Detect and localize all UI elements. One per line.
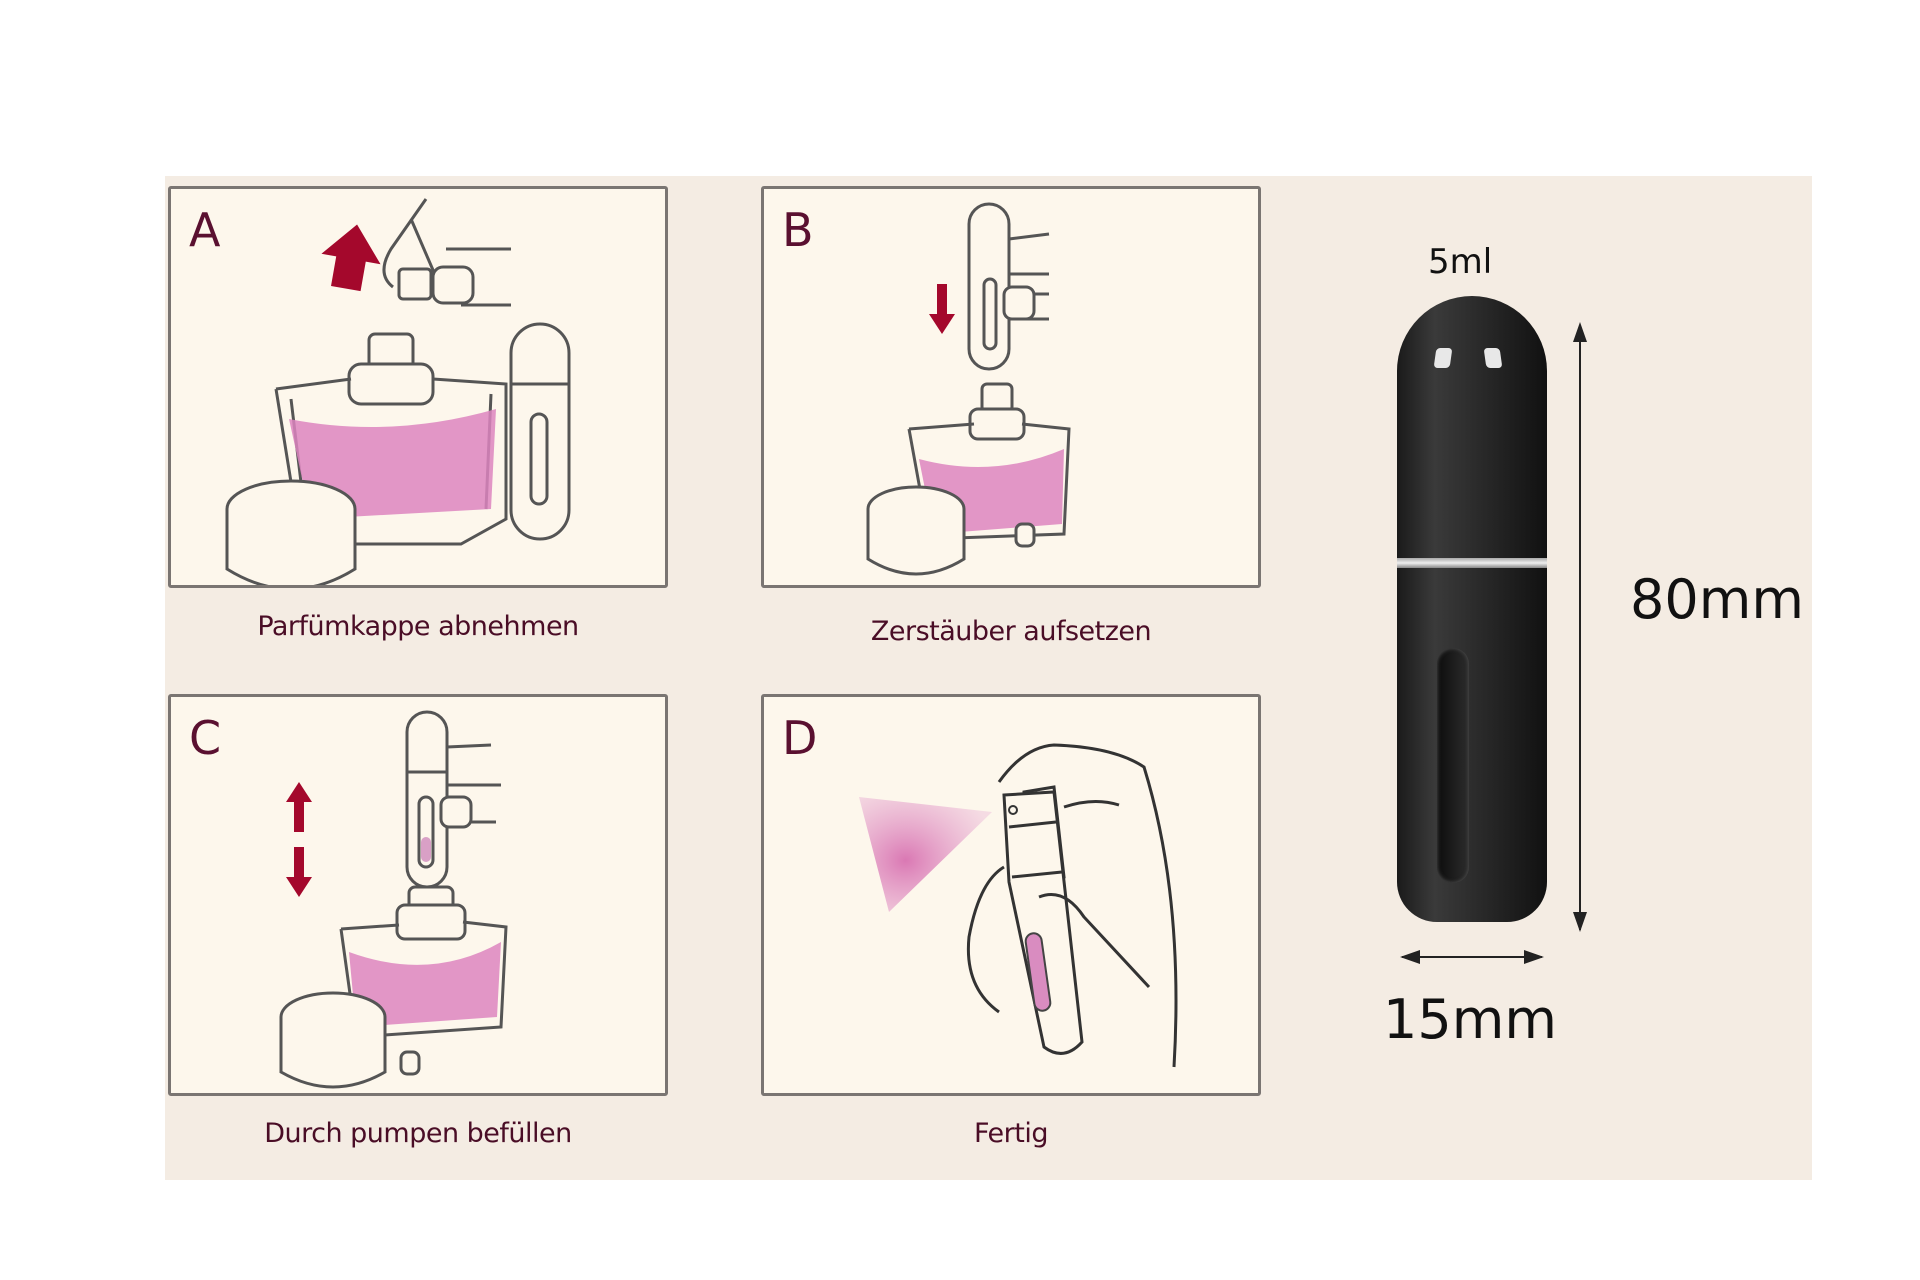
attach-atomizer-illustration bbox=[866, 202, 1071, 576]
width-dimension-arrow-icon bbox=[1400, 950, 1544, 964]
bottle-highlight bbox=[1433, 348, 1453, 368]
step-panel-c: C bbox=[168, 694, 668, 1096]
spray-illustration bbox=[859, 743, 1178, 1068]
bottle-highlight bbox=[1483, 348, 1503, 368]
step-letter: D bbox=[782, 711, 818, 765]
step-letter: A bbox=[189, 203, 221, 257]
height-dimension-arrow-icon bbox=[1573, 322, 1587, 932]
pump-fill-illustration bbox=[279, 710, 508, 1089]
step-caption-d: Fertig bbox=[974, 1118, 1049, 1149]
step-panel-d: D bbox=[761, 694, 1261, 1096]
height-label: 80mm bbox=[1630, 568, 1804, 631]
atomizer-bottle-photo bbox=[1397, 296, 1547, 922]
step-panel-a: A bbox=[168, 186, 668, 588]
step-letter: C bbox=[189, 711, 222, 765]
bottle-metal-band bbox=[1397, 558, 1547, 568]
step-letter: B bbox=[782, 203, 814, 257]
bottle-window bbox=[1437, 648, 1469, 883]
step-caption-c: Durch pumpen befüllen bbox=[264, 1118, 572, 1149]
step-caption-b: Zerstäuber aufsetzen bbox=[870, 616, 1152, 647]
step-panel-b: B bbox=[761, 186, 1261, 588]
step-caption-a: Parfümkappe abnehmen bbox=[257, 611, 579, 642]
volume-label: 5ml bbox=[1428, 242, 1493, 282]
width-label: 15mm bbox=[1383, 988, 1557, 1051]
remove-cap-illustration bbox=[225, 198, 571, 585]
